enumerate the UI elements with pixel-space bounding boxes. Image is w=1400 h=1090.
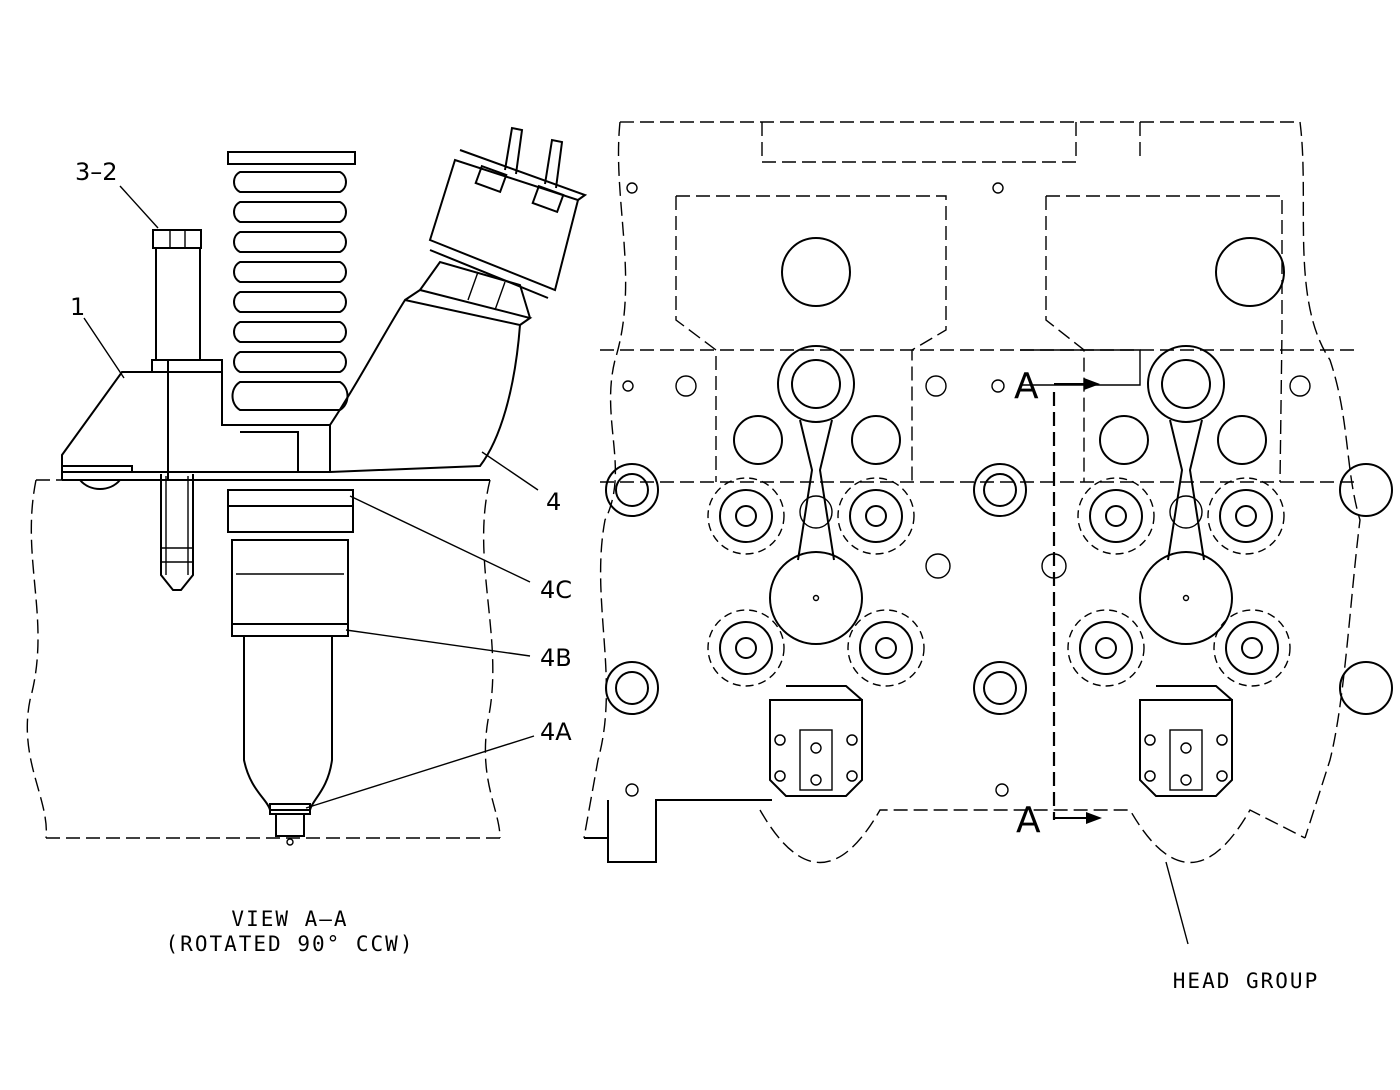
callout-1: 1 (70, 293, 85, 321)
head-bolts (605, 345, 1393, 715)
head-group-view: A A HEAD GROUP (583, 121, 1393, 993)
head-outline (583, 121, 1361, 863)
view-caption-line1: VIEW A–A (231, 907, 348, 931)
callout-4a: 4A (540, 718, 572, 746)
section-marker-bottom: A (1016, 800, 1041, 841)
head-section-outline (26, 479, 501, 839)
injector-top-views (769, 685, 1233, 797)
injector-clamp (61, 359, 490, 490)
view-a-a: 3–2 1 4 4C 4B 4A VIEW A–A (ROTATED 90° C… (26, 126, 588, 956)
callout-3-2: 3–2 (75, 158, 118, 186)
section-line-a-a (1052, 378, 1102, 824)
injector-solenoid (329, 126, 588, 473)
view-caption-line2: (ROTATED 90° CCW) (166, 932, 415, 956)
injector-spring (227, 151, 356, 472)
callout-4b: 4B (540, 644, 572, 672)
injector-body (227, 489, 354, 846)
rocker-arms (797, 419, 1205, 561)
callout-4: 4 (546, 488, 561, 516)
small-holes (622, 182, 1311, 797)
clamp-bolt (152, 229, 202, 591)
callout-4c: 4C (540, 576, 572, 604)
section-marker-top: A (1014, 366, 1039, 407)
ports (733, 237, 1285, 645)
leader-lines (83, 185, 539, 809)
head-group-label: HEAD GROUP (1173, 969, 1319, 993)
head-group-leader (1165, 861, 1189, 945)
